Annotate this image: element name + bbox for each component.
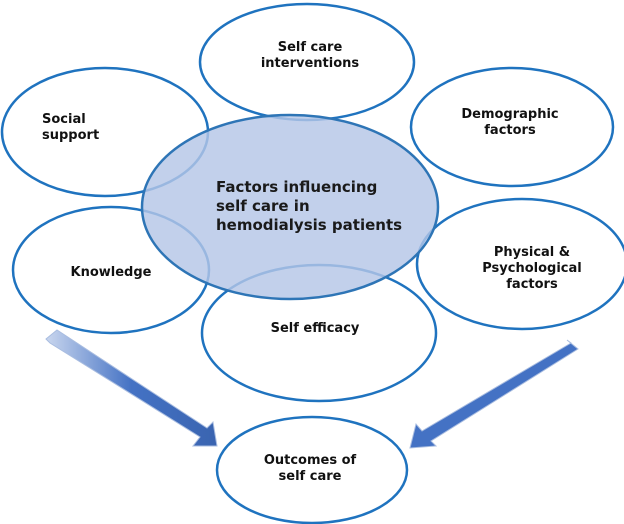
node-label-social-support: Social support [42, 112, 100, 143]
node-label-knowledge: Knowledge [70, 265, 152, 280]
node-label-self-care-interventions: Self care interventions [260, 40, 360, 71]
node-circle-physical-psychological-factors [415, 197, 624, 331]
node-circle-demographic-factors [409, 66, 615, 188]
outcome-label: Outcomes of self care [263, 453, 357, 484]
outcome-circle [215, 415, 409, 524]
node-label-physical-psychological-factors: Physical & Psychological factors [482, 245, 582, 292]
left-arrow [45, 329, 218, 447]
center-label: Factors influencing self care in hemodia… [216, 178, 403, 234]
node-label-self-efficacy: Self efficacy [270, 321, 360, 336]
right-arrow [409, 339, 579, 449]
node-label-demographic-factors: Demographic factors [461, 107, 559, 138]
center-circle [140, 113, 440, 301]
